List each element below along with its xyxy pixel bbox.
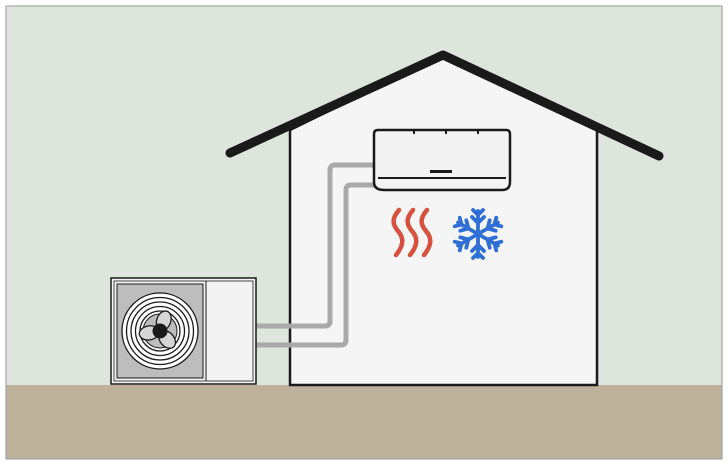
wall-mounted-ac-icon bbox=[372, 128, 512, 192]
heat-waves-icon bbox=[391, 207, 433, 258]
indoor-unit-display bbox=[430, 170, 452, 173]
snowflake-arm-stroke bbox=[476, 215, 504, 236]
snowflake-arm-stroke bbox=[452, 232, 480, 253]
fan-icon bbox=[121, 292, 199, 370]
snowflake-arm-stroke bbox=[470, 208, 486, 236]
indoor-unit-body bbox=[372, 128, 512, 192]
pipe-lower bbox=[253, 182, 379, 348]
house bbox=[225, 50, 664, 387]
snowflake-arm bbox=[452, 232, 480, 253]
heat-wave-3 bbox=[419, 207, 433, 258]
snowflake-arm-stroke bbox=[452, 215, 480, 236]
diagram-frame bbox=[5, 5, 723, 460]
heat-pump-outdoor-unit-icon bbox=[110, 277, 257, 385]
snowflake-arm bbox=[476, 232, 504, 253]
house-roof bbox=[225, 50, 664, 161]
snowflake-arm-stroke bbox=[476, 232, 504, 253]
fan-hub bbox=[152, 323, 168, 339]
snowflake-arm bbox=[452, 215, 480, 236]
heat-wave-1 bbox=[391, 207, 405, 258]
heat-wave-2 bbox=[405, 207, 419, 258]
snowflake-arm bbox=[470, 232, 486, 260]
snowflake-icon bbox=[452, 208, 504, 260]
snowflake-arm bbox=[470, 208, 486, 236]
refrigerant-pipes bbox=[253, 162, 379, 348]
snowflake-arm bbox=[476, 215, 504, 236]
ground bbox=[6, 385, 722, 459]
snowflake-arm-stroke bbox=[470, 232, 486, 260]
outdoor-unit-inner-border bbox=[113, 280, 254, 382]
pipe-upper bbox=[253, 162, 379, 329]
